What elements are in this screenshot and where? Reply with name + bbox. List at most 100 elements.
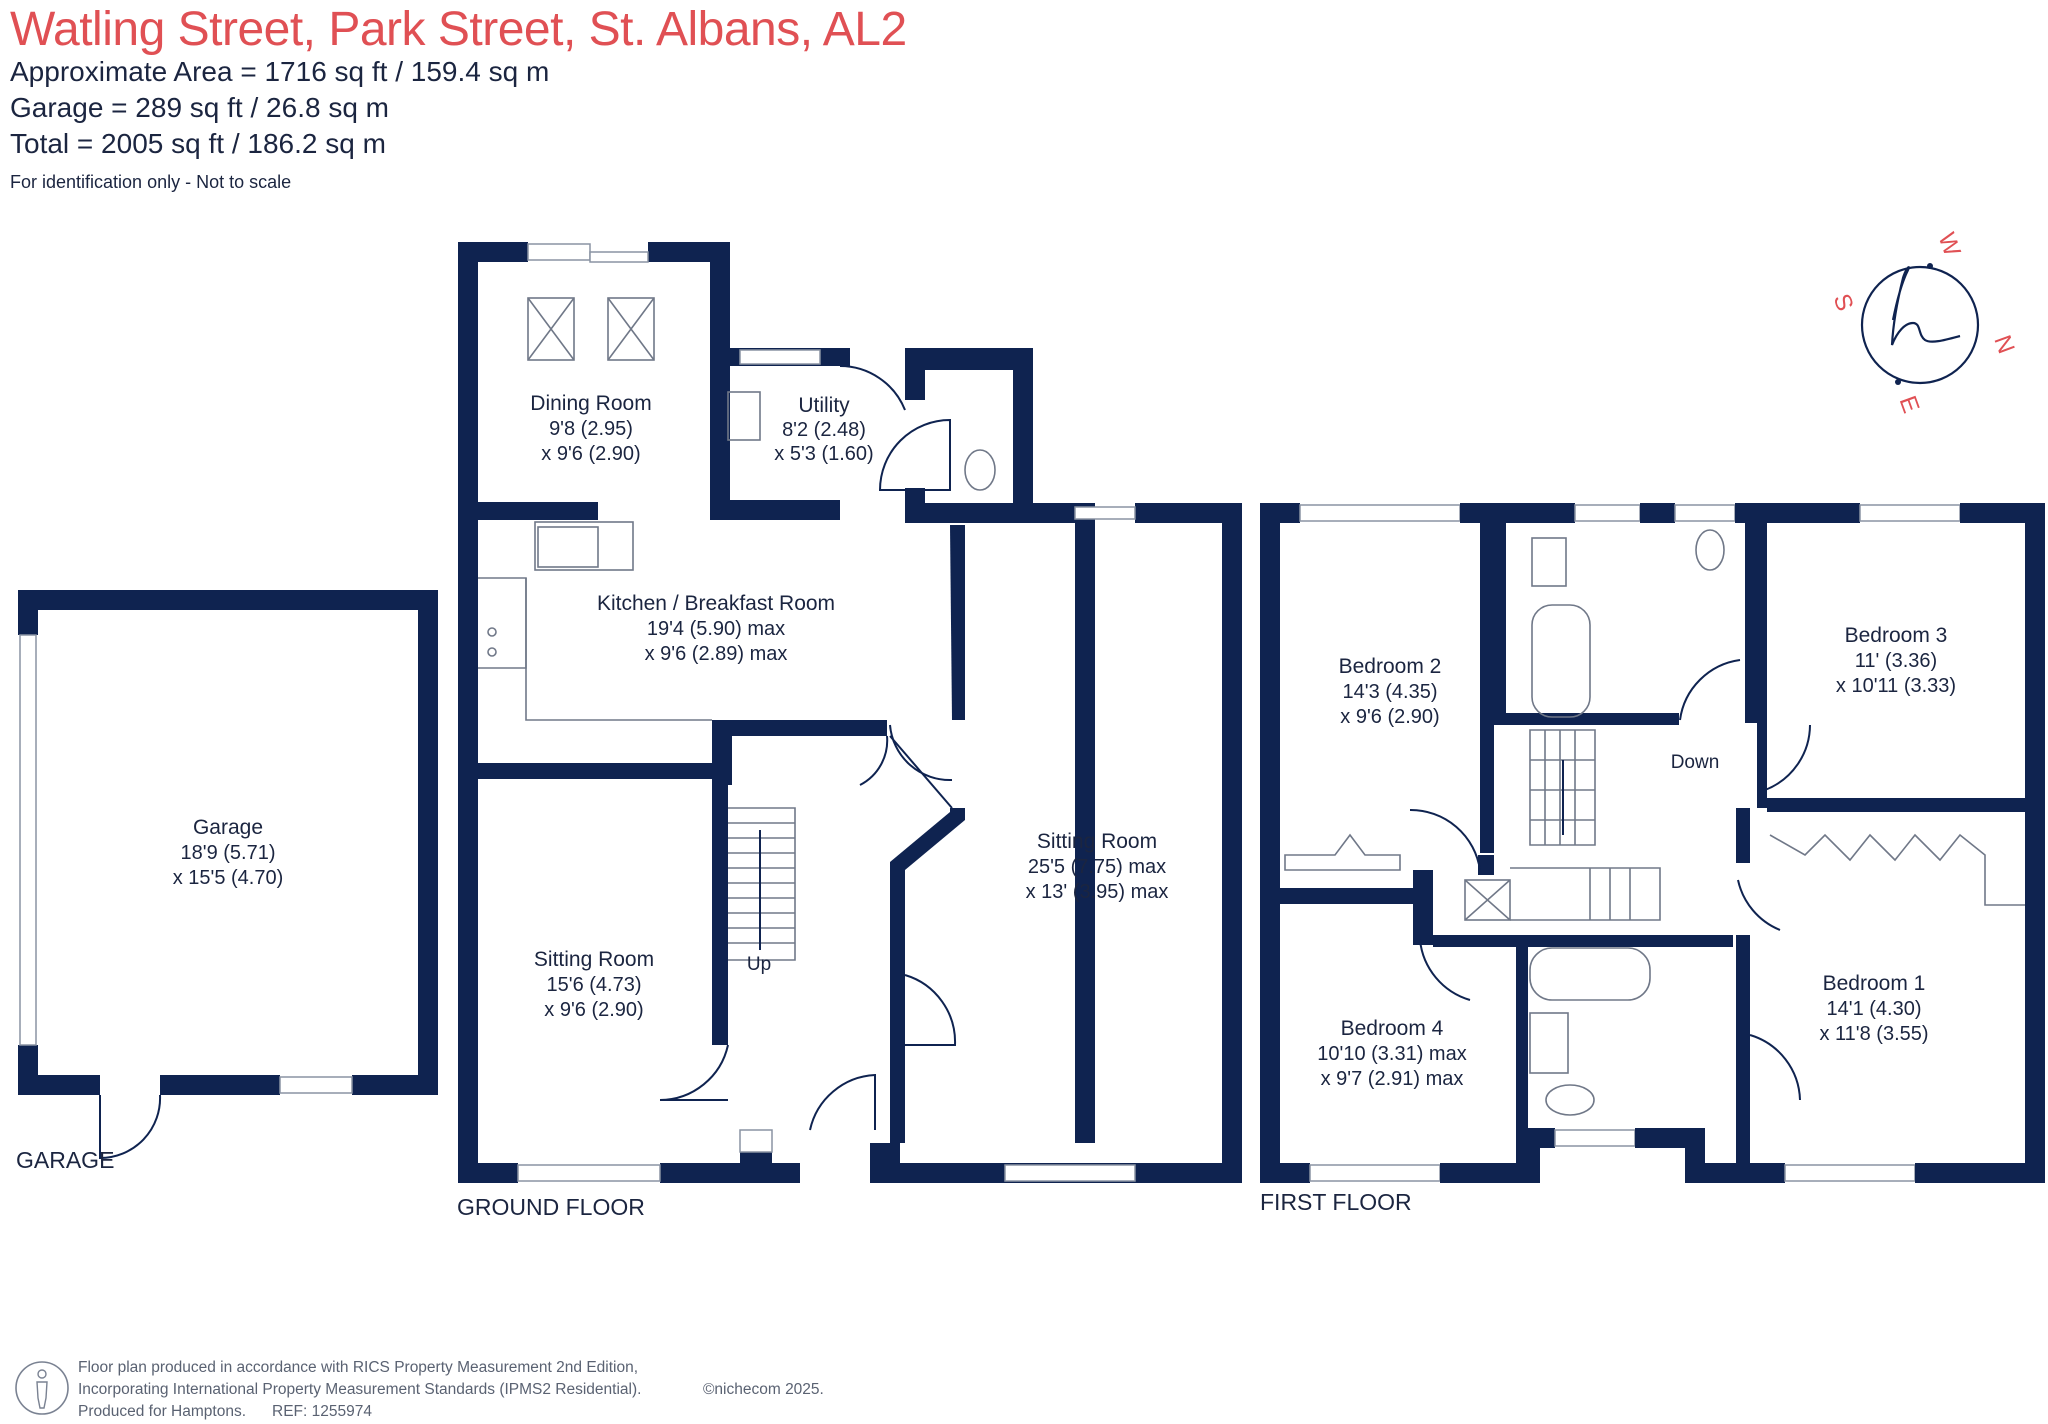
bedroom2-dim2: x 9'6 (2.90) <box>1340 706 1439 728</box>
ff-wall-bed1-left <box>1736 808 1750 863</box>
cupboard-door <box>859 735 889 786</box>
sitting-room-small-dim2: x 9'6 (2.90) <box>544 999 643 1021</box>
ff-wall-top-3 <box>1640 503 1675 523</box>
footer-line1: Floor plan produced in accordance with R… <box>78 1359 638 1376</box>
gf-dining-window-2 <box>589 251 649 263</box>
gf-wall-hall-angled <box>890 808 965 1143</box>
garage-wall-bottom-right <box>352 1075 438 1095</box>
utility-room-dim1: 8'2 (2.48) <box>782 419 866 441</box>
footer-line2: Incorporating International Property Mea… <box>78 1381 641 1398</box>
ff-wall-bed2-bed4 <box>1263 888 1413 904</box>
garage-room-name: Garage <box>193 816 263 839</box>
gf-wall-middle <box>1075 503 1095 1143</box>
total-area: Total = 2005 sq ft / 186.2 sq m <box>10 128 386 159</box>
garage-room-dim1: 18'9 (5.71) <box>181 842 276 864</box>
gf-utility-wall-bottom <box>710 500 840 520</box>
ff-bath-toilet-icon <box>1695 529 1725 571</box>
gf-porch-corner <box>870 1143 900 1183</box>
bedroom3-name: Bedroom 3 <box>1845 624 1948 647</box>
bedroom2-dim1: 14'3 (4.35) <box>1343 681 1438 703</box>
gf-wall-mid-top <box>905 503 1095 523</box>
velux-window-1 <box>527 297 575 361</box>
gf-front-window <box>739 1129 773 1153</box>
utility-room-name: Utility <box>798 394 850 417</box>
ff-bed3-window <box>1859 504 1961 522</box>
wc-door <box>878 418 951 491</box>
ff-wall-bottom-2 <box>1440 1163 1540 1183</box>
ff-wall-bottom-1 <box>1260 1163 1310 1183</box>
compass-letter-n: N <box>1988 332 2019 358</box>
bedroom1-dim1: 14'1 (4.30) <box>1827 998 1922 1020</box>
bed2-door <box>1409 808 1481 871</box>
kitchen-room-dim2: x 9'6 (2.89) max <box>645 643 788 665</box>
gf-wc-wall-left <box>905 348 925 400</box>
stairs-down-label: Down <box>1671 752 1720 773</box>
ff-wall-stub <box>1478 855 1494 875</box>
ff-ensuite-toilet-icon <box>1545 1084 1595 1116</box>
first-floor-plan: Bedroom 2 14'3 (4.35) x 9'6 (2.90) Bedro… <box>1260 503 2045 1215</box>
bed4-door <box>1419 939 1471 1001</box>
ff-bath-icon <box>1531 604 1591 718</box>
bedroom1-dim2: x 11'8 (3.55) <box>1819 1023 1928 1045</box>
ff-bed4-window <box>1309 1164 1441 1182</box>
front-door <box>809 1073 876 1131</box>
gf-staircase <box>728 807 796 961</box>
sitting-room-small-name: Sitting Room <box>534 948 654 971</box>
garage-door-opening <box>19 634 37 1046</box>
gf-wall-hall-right-a <box>950 525 965 720</box>
gf-utility-window <box>739 349 821 365</box>
dining-room-dim1: 9'8 (2.95) <box>549 418 633 440</box>
footer-line3: Produced for Hamptons. <box>78 1403 246 1420</box>
utility-room-dim2: x 5'3 (1.60) <box>774 443 873 465</box>
person-icon <box>15 1361 69 1415</box>
ff-ensuite-basin-icon <box>1529 1012 1569 1074</box>
ff-bed2-window <box>1299 504 1461 522</box>
sitting-small-door <box>659 1044 729 1101</box>
ff-loft-hatch-icon <box>1464 879 1511 921</box>
compass-letter-e: E <box>1894 392 1925 416</box>
sitting-room-large-name: Sitting Room <box>1037 830 1157 853</box>
footer-ref: REF: 1255974 <box>272 1403 372 1420</box>
bedroom4-dim1: 10'10 (3.31) max <box>1317 1043 1466 1065</box>
bedroom2-name: Bedroom 2 <box>1339 655 1442 678</box>
bed1-wardrobe-icon <box>1769 833 2025 906</box>
garage-wall-right <box>418 590 438 1095</box>
hall-door-arc <box>889 724 953 782</box>
garage-room-dim2: x 15'5 (4.70) <box>173 867 284 889</box>
compass-ring <box>1860 265 1980 385</box>
first-floor-label: FIRST FLOOR <box>1260 1189 1412 1215</box>
kitchen-room-name: Kitchen / Breakfast Room <box>597 592 835 615</box>
compass-letter-w: W <box>1932 229 1965 260</box>
gf-wall-kitchen-sitting <box>458 763 713 779</box>
gf-wc-wall-top <box>905 348 1033 370</box>
utility-sink-icon <box>727 391 761 441</box>
ff-wall-left <box>1260 503 1280 1183</box>
velux-window-2 <box>607 297 655 361</box>
garage-area: Garage = 289 sq ft / 26.8 sq m <box>10 92 389 123</box>
gf-wall-sitting-right <box>712 785 728 1045</box>
bedroom1-name: Bedroom 1 <box>1823 972 1926 995</box>
gf-wall-dining-kitchen <box>458 502 598 520</box>
gf-wc-toilet-icon <box>964 449 996 491</box>
gf-wall-top-right <box>648 242 730 262</box>
gf-utility-wall-top-b <box>820 348 850 366</box>
footer: Floor plan produced in accordance with R… <box>15 1359 824 1420</box>
gf-wall-bottom-mid <box>660 1163 800 1183</box>
ff-wall-landing-bottom <box>1433 935 1733 947</box>
ff-wall-top-2 <box>1460 503 1575 523</box>
sitting-door <box>904 974 957 1046</box>
compass-logo: W N E S <box>1828 229 2020 416</box>
kitchen-hob-icon <box>478 577 527 669</box>
approximate-area: Approximate Area = 1716 sq ft / 159.4 sq… <box>10 56 550 87</box>
bed2-wardrobe-icon <box>1284 833 1401 871</box>
bed3-door <box>1764 724 1811 791</box>
bed1-door <box>1749 1034 1801 1101</box>
stairs-up-label: Up <box>747 954 771 975</box>
gf-dining-window-1 <box>527 243 591 261</box>
ff-wall-bed2-right <box>1480 523 1494 853</box>
garage-floor-label: GARAGE <box>16 1147 114 1173</box>
bedroom4-dim2: x 9'7 (2.91) max <box>1321 1068 1464 1090</box>
ff-wall-bottom-3 <box>1685 1163 1785 1183</box>
compass-letter-s: S <box>1828 290 1859 314</box>
